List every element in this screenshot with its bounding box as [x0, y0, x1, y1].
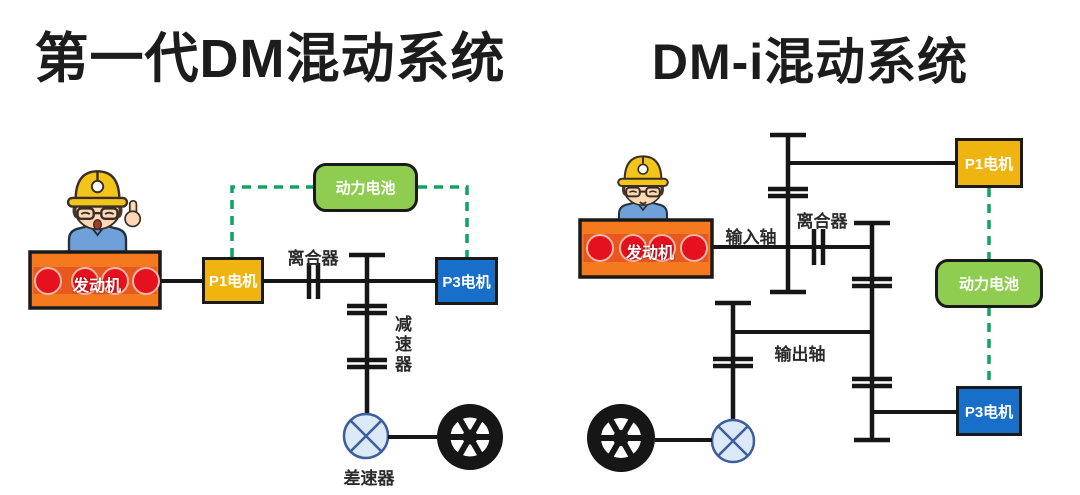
battery-link-p3-left: [418, 185, 469, 257]
p3-motor-box-right: P3电机: [956, 386, 1022, 436]
differential-label-left: 差速器: [343, 469, 395, 488]
wheel-left: [437, 404, 503, 470]
engineer-character-left: [66, 169, 142, 256]
input-shaft-label-right: 输入轴: [725, 228, 777, 247]
battery-link-p1-left: [230, 185, 313, 257]
engine-block-right: [578, 218, 714, 279]
reducer-label-left: 减速器: [392, 315, 411, 375]
p1-motor-box-left: P1电机: [202, 257, 264, 304]
wheel-right: [587, 404, 655, 472]
engine-label-right: 发动机: [625, 245, 674, 262]
engine-label-left: 发动机: [72, 278, 121, 295]
clutch-symbol-right: [811, 229, 826, 265]
output-shaft-right: [713, 300, 753, 419]
battery-box-left: 动力电池: [313, 163, 418, 212]
p3-motor-box-left: P3电机: [435, 257, 498, 305]
clutch-symbol-left: [306, 263, 321, 299]
left-diagram-title: 第一代DM混动系统: [34, 29, 506, 89]
battery-box-right: 动力电池: [935, 259, 1043, 308]
clutch-label-right: 离合器: [796, 212, 848, 231]
engine-block-left: [28, 250, 162, 310]
differential-symbol-right: [710, 418, 756, 464]
clutch-label-left: 离合器: [287, 249, 339, 268]
pointing-hand: [124, 199, 142, 228]
output-shaft-label-right: 输出轴: [774, 345, 826, 364]
right-diagram-title: DM-i混动系统: [651, 34, 969, 90]
engineer-character-right: [616, 154, 670, 228]
differential-symbol-left: [342, 412, 390, 460]
reducer-shaft-left: [347, 252, 387, 414]
p1-motor-box-right: P1电机: [955, 138, 1023, 188]
